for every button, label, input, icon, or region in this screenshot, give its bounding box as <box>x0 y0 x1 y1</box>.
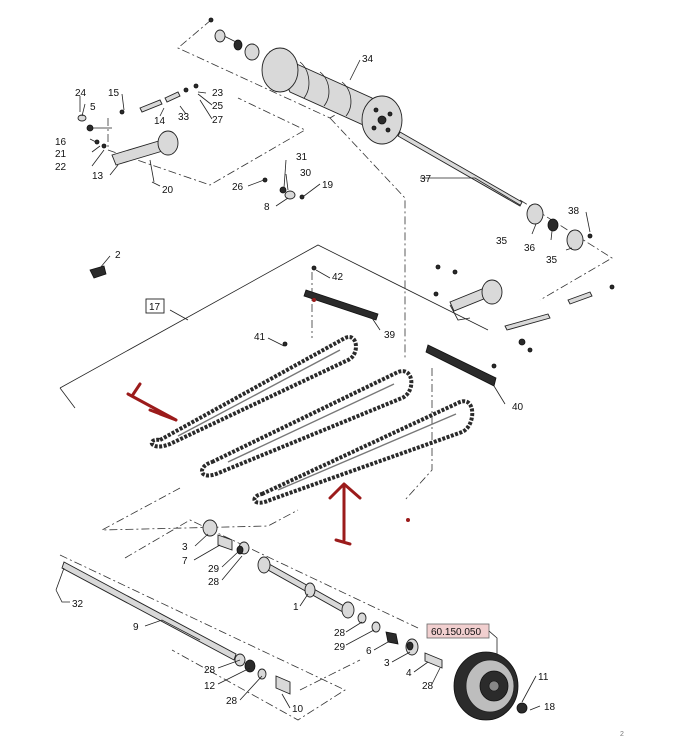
reference-code: 60.150.050 <box>431 627 481 638</box>
loose-part-2 <box>89 265 107 279</box>
callout-2: 2 <box>115 250 121 261</box>
callout-36: 36 <box>524 243 536 254</box>
callout-labels: 34 37 24 5 15 14 33 23 25 27 16 21 22 13… <box>55 54 624 738</box>
callout-38: 38 <box>568 206 580 217</box>
conveyor-chain <box>149 335 475 505</box>
callout-37: 37 <box>420 174 432 185</box>
drive-pulley <box>453 651 528 721</box>
callout-35-b: 35 <box>546 255 558 266</box>
callout-22: 22 <box>55 162 67 173</box>
callout-28-c: 28 <box>422 681 434 692</box>
callout-27: 27 <box>212 115 224 126</box>
callout-14: 14 <box>154 116 166 127</box>
callout-6: 6 <box>366 646 372 657</box>
callout-5: 5 <box>90 102 96 113</box>
callout-32: 32 <box>72 599 84 610</box>
callout-18: 18 <box>544 702 556 713</box>
assembly-outlines <box>59 19 613 721</box>
reference-code-box: 60.150.050 <box>426 623 498 656</box>
callout-41: 41 <box>254 332 266 343</box>
callout-35-a: 35 <box>496 236 508 247</box>
callout-10: 10 <box>292 704 304 715</box>
callout-3-a: 3 <box>182 542 188 553</box>
callout-28-d: 28 <box>204 665 216 676</box>
chain-group-frame: 17 <box>59 244 489 409</box>
callout-1: 1 <box>293 602 299 613</box>
callout-33: 33 <box>178 112 190 123</box>
callout-28-b: 28 <box>334 628 346 639</box>
callout-23: 23 <box>212 88 224 99</box>
callout-16: 16 <box>55 137 67 148</box>
right-bearing-assembly <box>526 203 593 251</box>
callout-28-e: 28 <box>226 696 238 707</box>
callout-4: 4 <box>406 668 412 679</box>
left-linkage <box>77 83 305 200</box>
callout-31: 31 <box>296 152 308 163</box>
callout-19: 19 <box>322 180 334 191</box>
callout-34: 34 <box>362 54 374 65</box>
callout-28-a: 28 <box>208 577 220 588</box>
upper-roller-drum <box>208 17 523 207</box>
annotation-arrows <box>126 382 410 546</box>
callout-20: 20 <box>162 185 174 196</box>
callout-11: 11 <box>538 672 549 683</box>
callout-3-b: 3 <box>384 658 390 669</box>
lower-drive-shaft <box>202 519 443 669</box>
callout-8: 8 <box>264 202 270 213</box>
callout-25: 25 <box>212 101 224 112</box>
corner-mark: 2 <box>620 731 624 738</box>
callout-21: 21 <box>55 149 67 160</box>
right-tension-linkage <box>433 264 615 353</box>
callout-24: 24 <box>75 88 87 99</box>
callout-12: 12 <box>204 681 216 692</box>
callout-7: 7 <box>182 556 188 567</box>
callout-39: 39 <box>384 330 396 341</box>
annotation-arrow-left <box>126 382 178 422</box>
group-callout: 17 <box>149 302 161 313</box>
long-shaft <box>61 561 291 695</box>
annotation-arrow-bottom <box>328 482 362 546</box>
callout-29-b: 29 <box>334 642 346 653</box>
leader-lines <box>55 59 591 711</box>
callout-15: 15 <box>108 88 120 99</box>
callout-30: 30 <box>300 168 312 179</box>
callout-26: 26 <box>232 182 244 193</box>
callout-29-a: 29 <box>208 564 220 575</box>
callout-9: 9 <box>133 622 139 633</box>
callout-40: 40 <box>512 402 524 413</box>
callout-13: 13 <box>92 171 104 182</box>
callout-42: 42 <box>332 272 344 283</box>
